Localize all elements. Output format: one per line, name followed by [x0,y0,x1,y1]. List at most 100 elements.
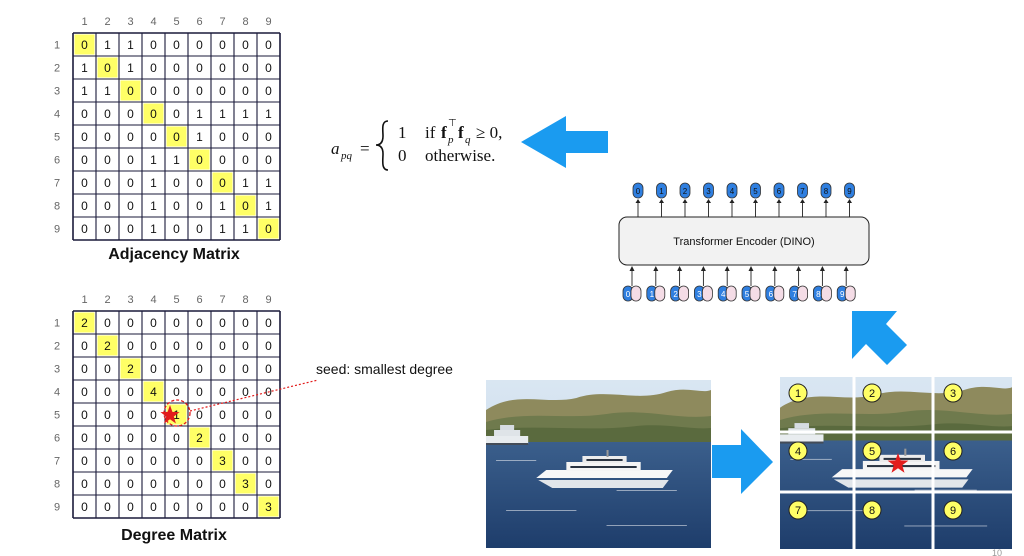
adjacency-cell: 0 [104,61,111,75]
output-token [773,182,785,199]
degree-cell: 0 [242,339,249,353]
degree-cell: 0 [104,385,111,399]
degree-col-label: 5 [173,294,179,306]
output-token [679,182,691,199]
input-token-label: 0 [626,290,631,299]
degree-row-label: 5 [54,410,60,422]
adjacency-matrix-title: Adjacency Matrix [108,246,240,263]
patch-label-badge [943,383,963,403]
adjacency-cell: 1 [219,107,226,121]
input-token-label: 5 [745,290,750,299]
seed-label: seed: smallest degree [316,361,453,377]
patch-label: 4 [795,446,801,458]
degree-cell: 0 [196,477,203,491]
adjacency-cell: 1 [150,153,157,167]
adjacency-cell: 0 [196,61,203,75]
degree-cell: 0 [242,500,249,514]
degree-cell: 0 [219,477,226,491]
output-token-label: 2 [683,187,688,196]
adjacency-row-label: 6 [54,155,60,167]
degree-cell: 0 [242,454,249,468]
adjacency-cell: 0 [219,84,226,98]
degree-col-label: 1 [81,294,87,306]
formula-case1-cond: if [425,123,436,142]
adjacency-cell: 0 [104,176,111,190]
adjacency-cell: 0 [219,38,226,52]
yacht-photo [486,380,711,548]
adjacency-cell: 0 [242,130,249,144]
right-arrow-icon [712,429,773,494]
adjacency-cell: 1 [127,61,134,75]
input-token-label: 3 [697,290,702,299]
adjacency-cell: 0 [173,130,180,144]
formula-case1-value: 1 [398,123,407,142]
patch-label: 9 [950,505,956,517]
degree-cell: 0 [173,362,180,376]
degree-cell: 0 [265,454,272,468]
adjacency-row-label: 1 [54,40,60,52]
adjacency-cell: 0 [104,130,111,144]
output-token [820,182,832,199]
adjacency-col-label: 8 [242,16,248,28]
degree-cell: 0 [81,408,88,422]
degree-cell: 0 [150,316,157,330]
adjacency-cell: 0 [173,84,180,98]
patch-label-badge [943,441,963,461]
adjacency-cell: 0 [265,84,272,98]
formula-case1-tail: ≥ 0, [476,123,502,142]
adjacency-cell: 0 [104,222,111,236]
patch-label-badge [862,500,882,520]
adjacency-cell: 0 [196,38,203,52]
adjacency-cell: 1 [150,222,157,236]
input-feature [844,285,856,302]
adjacency-cell: 1 [242,222,249,236]
degree-cell: 0 [242,431,249,445]
adjacency-row-label: 4 [54,109,60,121]
degree-cell: 0 [81,362,88,376]
degree-cell: 0 [81,431,88,445]
adjacency-cell: 1 [219,199,226,213]
degree-cell: 0 [219,431,226,445]
adjacency-cell: 0 [173,38,180,52]
degree-cell: 0 [173,431,180,445]
seed-star-icon [887,453,909,473]
degree-diagonal-highlight [97,335,118,356]
degree-cell: 0 [219,362,226,376]
adjacency-cell: 0 [219,130,226,144]
formula-lhs: a [331,139,340,158]
degree-cell: 0 [81,339,88,353]
adjacency-diagonal-highlight [74,34,95,55]
adjacency-cell: 0 [219,153,226,167]
degree-cell: 0 [104,431,111,445]
adjacency-cell: 1 [81,84,88,98]
adjacency-col-label: 4 [150,16,156,28]
patch-label-badge [943,500,963,520]
input-feature [654,285,666,302]
degree-cell: 0 [196,339,203,353]
output-token [726,182,738,199]
input-feature [749,285,761,302]
degree-cell: 0 [150,477,157,491]
degree-cell: 0 [81,500,88,514]
degree-cell: 0 [127,339,134,353]
input-token-label: 9 [840,290,845,299]
adjacency-cell: 0 [173,199,180,213]
adjacency-cell: 0 [127,199,134,213]
input-token-label: 1 [650,290,655,299]
formula-case2-value: 0 [398,146,407,165]
star-icon [160,405,180,424]
degree-cell: 0 [242,385,249,399]
patch-label-badge [862,383,882,403]
output-token-label: 3 [706,187,711,196]
degree-cell: 1 [173,408,180,422]
adjacency-cell: 0 [150,38,157,52]
degree-cell: 0 [265,316,272,330]
degree-diagonal-highlight [212,450,233,471]
input-feature [678,285,689,302]
adjacency-cell: 1 [242,107,249,121]
adjacency-diagonal-highlight [235,195,256,216]
adjacency-col-label: 6 [196,16,202,28]
degree-col-label: 9 [265,294,271,306]
